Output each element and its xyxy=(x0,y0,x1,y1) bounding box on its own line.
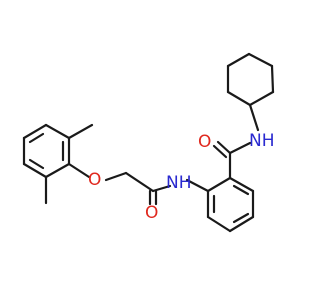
molecule-structure: NH O NH O O xyxy=(22,52,275,233)
bond-cyclohexyl-nh xyxy=(248,103,260,132)
atom-oxygen-ether: O xyxy=(88,170,101,190)
structure-canvas: NH O NH O O xyxy=(22,52,275,233)
carbonyl-top-double-bond xyxy=(212,140,232,159)
benzamide-ring xyxy=(206,176,255,233)
atom-oxygen-amide-bottom: O xyxy=(145,203,158,223)
methyl-top xyxy=(67,123,94,140)
atom-nh-cyclohexyl: NH xyxy=(249,131,275,151)
bond-ch2-oxygen xyxy=(104,171,128,182)
bond-nh-carbonyl xyxy=(228,141,252,155)
atom-nh-anilide: NH xyxy=(166,173,192,193)
cyclohexane-ring xyxy=(226,52,275,107)
carbonyl-bottom-double-bond xyxy=(148,189,158,206)
bond-oxygen-aryl xyxy=(67,162,91,179)
bond-ring-nh xyxy=(185,178,210,193)
atom-oxygen-amide-top: O xyxy=(198,132,211,152)
dimethylphenyl-ring xyxy=(22,123,71,179)
bond-amide-ch2 xyxy=(124,171,155,193)
